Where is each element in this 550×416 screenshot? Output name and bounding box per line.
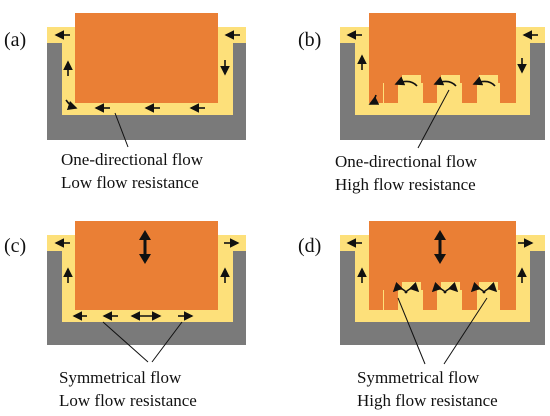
panel-label: (d)	[298, 235, 321, 257]
mold	[369, 221, 516, 310]
substrate	[47, 43, 246, 140]
caption-line-2: Low flow resistance	[61, 173, 199, 192]
motion-arrow	[139, 230, 151, 264]
caption-line-2: Low flow resistance	[59, 391, 197, 410]
panel-label: (c)	[4, 235, 26, 257]
caption-line-1: Symmetrical flow	[59, 368, 182, 387]
caption-line-2: High flow resistance	[357, 391, 498, 410]
caption-line-1: Symmetrical flow	[357, 368, 480, 387]
panel-label: (b)	[298, 29, 321, 51]
panel-c: (c) Symmetrical flow Low flow resistance	[4, 221, 246, 410]
flow-arrows	[54, 30, 240, 113]
mold	[75, 13, 218, 103]
flow-arrows	[346, 30, 538, 105]
mold	[369, 13, 516, 103]
flow-arrows	[54, 238, 240, 321]
flow-arrows	[346, 238, 534, 294]
panel-d: (d) Symmetrical flow High flow resistanc…	[298, 221, 545, 410]
caption-line-1: One-directional flow	[335, 152, 478, 171]
callout-line	[151, 321, 183, 363]
callout-line	[397, 297, 426, 365]
callout-line	[102, 321, 149, 363]
panel-b: (b) One-directional flow High flow resis…	[298, 13, 545, 194]
callout-line	[114, 112, 129, 148]
caption-line-2: High flow resistance	[335, 175, 476, 194]
panel-a: (a) One-directional flow Low flow resist…	[4, 13, 246, 192]
callout-line	[443, 297, 488, 365]
callout-line	[417, 89, 450, 149]
mold-wall	[369, 221, 383, 310]
panel-label: (a)	[4, 29, 26, 51]
motion-arrow	[434, 230, 446, 264]
caption-line-1: One-directional flow	[61, 150, 204, 169]
mold-wall	[369, 13, 383, 103]
